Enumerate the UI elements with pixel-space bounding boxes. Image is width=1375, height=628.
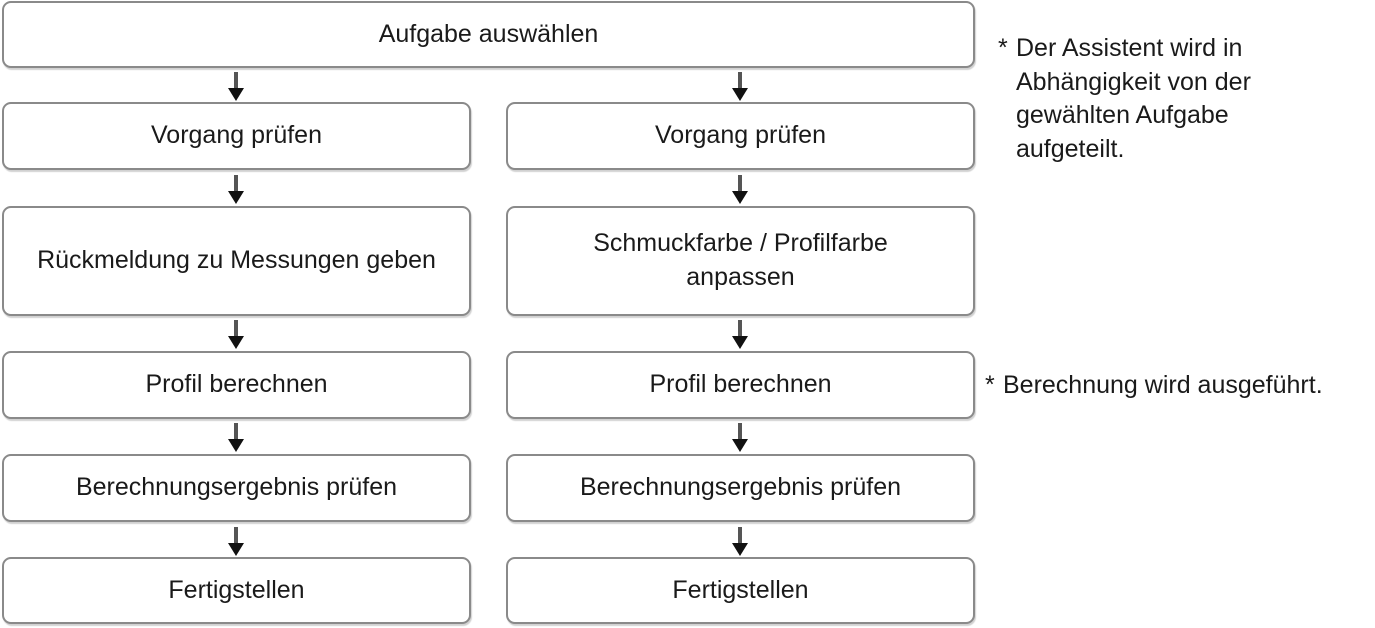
right-step-calculate-profile: Profil berechnen — [506, 351, 975, 419]
left-step-feedback-measurements: Rückmeldung zu Messungen geben — [2, 206, 471, 316]
right-step-adjust-spot-color: Schmuckfarbe / Profilfarbe anpassen — [506, 206, 975, 316]
arrow-down-icon — [732, 72, 748, 102]
arrow-down-icon — [732, 423, 748, 453]
note-wizard-split-line4: aufgeteilt. — [1016, 134, 1125, 163]
right-step-adjust-spot-color-label-line2: anpassen — [686, 263, 795, 291]
right-step-check-process-label: Vorgang prüfen — [655, 121, 826, 150]
arrow-down-icon — [732, 175, 748, 205]
arrow-down-icon — [228, 72, 244, 102]
arrow-down-icon — [228, 423, 244, 453]
left-step-check-result-label: Berechnungsergebnis prüfen — [75, 473, 398, 502]
arrow-down-icon — [228, 527, 244, 557]
arrow-down-icon — [732, 320, 748, 350]
left-step-finish: Fertigstellen — [2, 557, 471, 624]
note-calculation-runs: * Berechnung wird ausgeführt. — [985, 369, 1323, 403]
right-step-adjust-spot-color-label-line1: Schmuckfarbe / Profilfarbe — [593, 229, 888, 258]
note-wizard-split-line3: gewählten Aufgabe — [1016, 101, 1229, 129]
left-step-calculate-profile: Profil berechnen — [2, 351, 471, 419]
note-wizard-split-line1: *Der Assistent wird in — [998, 32, 1251, 66]
arrow-down-icon — [732, 527, 748, 557]
note-wizard-split: *Der Assistent wird in Abhängigkeit von … — [998, 32, 1251, 166]
left-step-calculate-profile-label: Profil berechnen — [145, 370, 328, 399]
asterisk-marker: * — [998, 34, 1008, 62]
right-step-calculate-profile-label: Profil berechnen — [649, 370, 832, 399]
left-step-check-process: Vorgang prüfen — [2, 102, 471, 170]
arrow-down-icon — [228, 175, 244, 205]
left-step-check-process-label: Vorgang prüfen — [151, 121, 322, 150]
right-step-finish-label: Fertigstellen — [672, 575, 809, 604]
step-select-task: Aufgabe auswählen — [2, 1, 975, 68]
note-calculation-runs-text: Berechnung wird ausgeführt. — [1003, 371, 1323, 399]
arrow-down-icon — [228, 320, 244, 350]
left-step-check-result: Berechnungsergebnis prüfen — [2, 454, 471, 522]
right-step-check-result: Berechnungsergebnis prüfen — [506, 454, 975, 522]
right-step-check-process: Vorgang prüfen — [506, 102, 975, 170]
right-step-check-result-label: Berechnungsergebnis prüfen — [579, 473, 902, 502]
left-step-feedback-measurements-label: Rückmeldung zu Messungen geben — [37, 246, 436, 275]
step-select-task-label: Aufgabe auswählen — [378, 19, 599, 48]
right-step-finish: Fertigstellen — [506, 557, 975, 624]
asterisk-marker: * — [985, 371, 995, 399]
note-wizard-split-line2: Abhängigkeit von der — [1016, 67, 1251, 96]
left-step-finish-label: Fertigstellen — [168, 575, 305, 604]
